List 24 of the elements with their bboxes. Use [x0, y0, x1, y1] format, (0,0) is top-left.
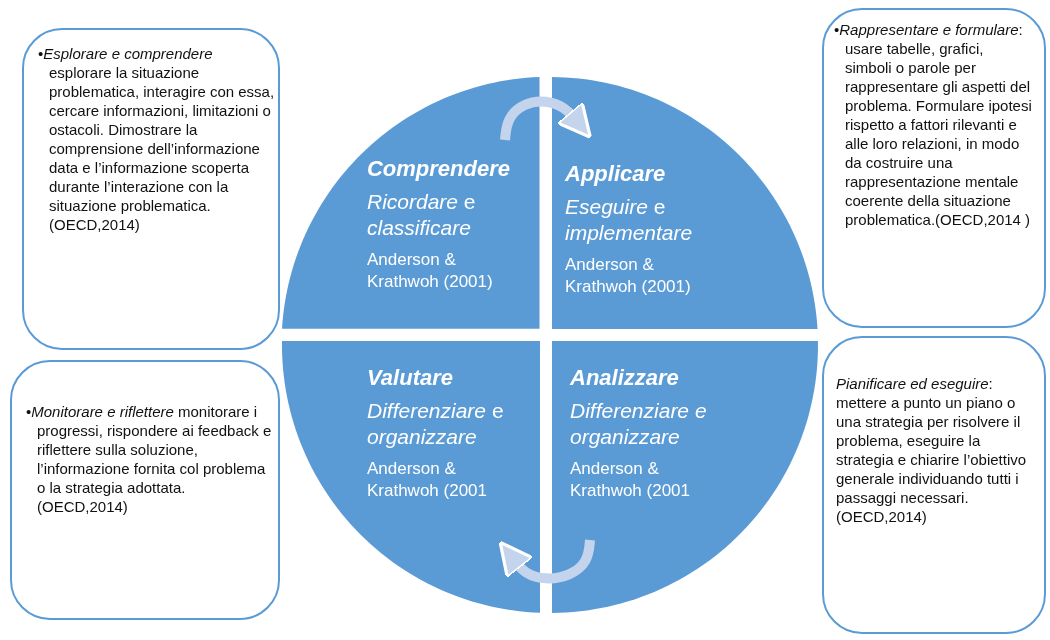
description-text: •Monitorare e riflettere monitorare i progressi, rispondere ai feedback e riflettere sulla soluzione, l’informazione fornita col problema o la strategia adottata. (OECD,2014)	[26, 402, 273, 516]
description-text: •Rappresentare e formulare: usare tabelle, grafici, simboli o parole per rappresentare gli aspetti del problema. Formulare ipotesi rispetto a fattori rilevanti e alle loro relazioni, in modo da costruire una rappresentazione mentale coerente della situazione problematica.(OECD,2014 )	[834, 20, 1033, 229]
description-text: •Esplorare e comprendere esplorare la situazione problematica, interagire con essa, cercare informazioni, limitazioni o ostacoli. Dimostrare la comprensione dell’informazione data e l’informazione scoperta durante l’interazione con la situazione problematica. (OECD,2014)	[38, 44, 276, 234]
circle-quadrant	[552, 341, 818, 613]
quadrant-subtitle: Eseguire e implementare	[565, 194, 694, 246]
rounded-text-box	[822, 8, 1046, 328]
citation-text: Anderson & Krathwoh (2001	[570, 458, 692, 502]
description-text: Pianificare ed eseguire: mettere a punto un piano o una strategia per risolvere il problema, eseguire la strategia e chiarire l’obiettivo generale individuando tutti i passaggi necessari.(OECD,2014)	[836, 374, 1028, 526]
citation-text: Anderson & Krathwoh (2001)	[367, 249, 494, 293]
quadrant-subtitle: Differenziare e organizzare	[570, 398, 708, 450]
rounded-text-box	[22, 28, 280, 350]
quadrant-heading: Comprendere	[367, 155, 512, 183]
circle-quadrant	[282, 77, 540, 329]
rounded-text-box	[10, 360, 280, 620]
quadrant-heading: Valutare	[367, 364, 454, 392]
rounded-text-box	[822, 336, 1046, 634]
quadrant-subtitle: Differenziare e organizzare	[367, 398, 505, 450]
citation-text: Anderson & Krathwoh (2001)	[565, 254, 692, 298]
circle-quadrant	[552, 77, 818, 329]
quadrant-heading: Applicare	[565, 160, 667, 188]
citation-text: Anderson & Krathwoh (2001	[367, 458, 488, 502]
circle-quadrant	[282, 341, 540, 613]
quadrant-subtitle: Ricordare e classificare	[367, 189, 477, 241]
quadrant-heading: Analizzare	[570, 364, 680, 392]
